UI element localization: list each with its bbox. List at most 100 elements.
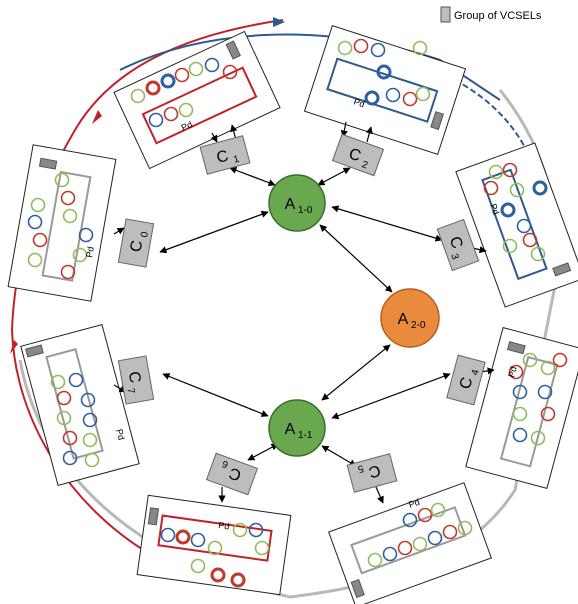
vcsel-ring xyxy=(54,172,70,188)
vcsel-ring xyxy=(516,218,532,234)
vcsel-ring xyxy=(190,532,206,548)
vcsel-ring xyxy=(508,364,524,380)
route-red-arrow xyxy=(10,340,18,354)
vcsel-ring xyxy=(160,527,176,543)
edge-a10-c1 xyxy=(229,166,276,187)
board-2 xyxy=(303,24,467,156)
vcsel-ring xyxy=(148,112,164,128)
vcsel-ring xyxy=(370,42,386,58)
vcsel-ring xyxy=(204,57,220,73)
vcsel-ring xyxy=(30,197,46,213)
vcsel-ring xyxy=(84,452,100,468)
route-blue-arrow xyxy=(273,17,285,27)
vcsel-ring xyxy=(417,507,433,523)
vcsel-ring xyxy=(412,40,428,56)
cluster-c7-sub: 7 xyxy=(124,387,136,395)
vcsel-ring xyxy=(130,88,146,104)
boards xyxy=(7,24,578,604)
edge-a11-c7 xyxy=(162,373,269,417)
vcsel-ring xyxy=(376,64,392,80)
vcsel-ring xyxy=(56,390,72,406)
vcsel-ring xyxy=(68,372,84,388)
pd-label: Pd xyxy=(114,428,127,441)
vcsel-ring xyxy=(175,529,191,545)
pd-label: Pd xyxy=(218,520,230,531)
cluster-c1-label: C xyxy=(215,148,231,167)
routes xyxy=(10,17,562,599)
vcsel-ring xyxy=(27,214,43,230)
vcsel-ring xyxy=(427,530,443,546)
vcsel-ring xyxy=(415,86,431,102)
link-c0-board xyxy=(113,227,125,235)
node-a20: A 2-0 xyxy=(380,288,440,348)
route-red-arrow xyxy=(92,110,102,124)
vcsel-ring xyxy=(512,427,528,443)
vcsel-ring xyxy=(522,232,538,248)
link-c2-board-up xyxy=(365,126,373,143)
cluster-c3-label: C xyxy=(446,234,466,251)
link-c1-board xyxy=(210,132,218,143)
vcsel-ring xyxy=(82,412,98,428)
vcsel-ring xyxy=(62,430,78,446)
vcsel-ring xyxy=(540,406,556,422)
vcsel-ring xyxy=(537,384,553,400)
vcsel-ring xyxy=(457,520,473,536)
vcsel-ring xyxy=(364,90,380,106)
cluster-c0-label: C xyxy=(128,239,147,253)
cluster-c5: C 5 xyxy=(346,453,398,493)
vcsel-ring xyxy=(62,208,78,224)
vcsel-ring xyxy=(382,546,398,562)
edge-a11-c6 xyxy=(247,443,279,461)
vcsel-ring xyxy=(56,410,72,426)
cluster-c6-label: C xyxy=(227,464,244,484)
vcsel-ring xyxy=(385,87,401,103)
vcsel-ring xyxy=(50,374,66,390)
legend-vcsel-swatch xyxy=(440,6,451,23)
vcsel-ring xyxy=(412,536,428,552)
node-a10: A 1-0 xyxy=(268,174,326,232)
cluster-c7-label: C xyxy=(125,370,144,384)
node-a11-label: A xyxy=(285,421,296,438)
cluster-c7: C 7 xyxy=(117,355,155,405)
pd-label: Pd xyxy=(180,119,194,133)
pd-label: Pd xyxy=(488,202,501,216)
vcsel-ring xyxy=(207,540,223,556)
node-a11: A 1-1 xyxy=(268,399,326,457)
vcsel-ring xyxy=(163,106,179,122)
vcsel-ring xyxy=(145,80,161,96)
legend-label: Group of VCSELs xyxy=(454,10,542,22)
cluster-c2-sub: 2 xyxy=(360,159,369,171)
pd-label: Pd xyxy=(407,497,421,510)
vcsel-ring xyxy=(397,540,413,556)
vcsel-ring xyxy=(210,567,226,583)
vcsel-ring xyxy=(222,64,238,80)
cluster-c3: C 3 xyxy=(436,218,480,272)
vcsel-ring xyxy=(27,252,43,268)
cluster-c6-sub: 6 xyxy=(220,457,229,469)
vcsel-ring xyxy=(78,227,94,243)
cluster-boxes: C 1 C 2 C 0 C 3 C 7 C 4 C xyxy=(117,133,486,496)
cluster-c2: C 2 xyxy=(331,133,385,177)
cluster-c5-sub: 5 xyxy=(356,462,365,474)
edge-a11-c5 xyxy=(321,445,357,467)
cluster-c3-sub: 3 xyxy=(448,252,460,261)
vcsel-ring xyxy=(483,180,499,196)
vcsel-ring xyxy=(530,430,546,446)
vcsel-ring xyxy=(178,102,194,118)
vcsel-ring xyxy=(500,202,516,218)
cluster-c4-sub: 4 xyxy=(470,368,482,377)
pd-label: Pd xyxy=(352,96,366,109)
vcsel-ring xyxy=(254,540,270,556)
cluster-c4-label: C xyxy=(457,376,476,392)
vcsel-ring xyxy=(160,73,176,89)
vcsel-ring xyxy=(353,38,369,54)
vcsel-ring xyxy=(230,572,246,588)
edge-a10-c2 xyxy=(317,167,351,186)
vcsel-ring xyxy=(530,246,546,262)
edge-a11-a20 xyxy=(321,344,391,401)
cluster-c4: C 4 xyxy=(446,354,486,406)
vcsel-ring xyxy=(442,524,458,540)
vcsel-ring xyxy=(82,432,98,448)
